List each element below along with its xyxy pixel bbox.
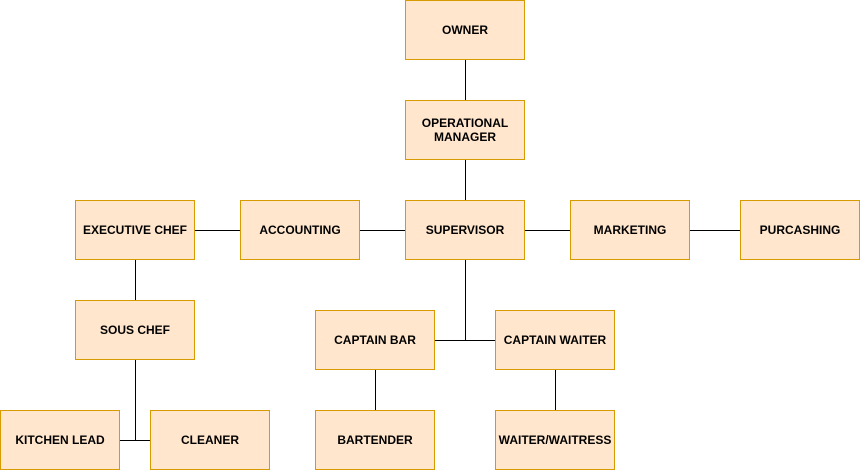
node-supervisor: SUPERVISOR [405,200,525,260]
node-supervisor-label: SUPERVISOR [425,223,505,237]
node-marketing: MARKETING [570,200,690,260]
node-operational-manager-label-line1: OPERATIONAL [421,116,509,130]
node-operational-manager-label-line2: MANAGER [434,130,496,144]
node-owner-label: OWNER [442,23,488,37]
node-accounting: ACCOUNTING [240,200,360,260]
node-cleaner: CLEANER [150,410,270,470]
node-waiter-waitress-label: WAITER/WAITRESS [498,433,612,447]
node-kitchen-lead: KITCHEN LEAD [0,410,120,470]
node-captain-waiter-label: CAPTAIN WAITER [503,333,607,347]
node-kitchen-lead-label: KITCHEN LEAD [15,433,105,447]
node-sous-chef-label: SOUS CHEF [99,323,170,337]
node-executive-chef-label: EXECUTIVE CHEF [82,223,187,237]
node-marketing-label: MARKETING [593,223,667,237]
node-owner: OWNER [405,0,525,60]
node-purchasing: PURCASHING [740,200,860,260]
node-operational-manager: OPERATIONAL MANAGER [405,100,525,160]
node-bartender: BARTENDER [315,410,435,470]
node-accounting-label: ACCOUNTING [259,223,341,237]
node-captain-waiter: CAPTAIN WAITER [495,310,615,370]
node-cleaner-label: CLEANER [180,433,239,447]
node-waiter-waitress: WAITER/WAITRESS [495,410,615,470]
node-captain-bar: CAPTAIN BAR [315,310,435,370]
node-captain-bar-label: CAPTAIN BAR [334,333,416,347]
node-purchasing-label: PURCASHING [759,223,841,237]
node-executive-chef: EXECUTIVE CHEF [75,200,195,260]
node-sous-chef: SOUS CHEF [75,300,195,360]
node-bartender-label: BARTENDER [337,433,413,447]
